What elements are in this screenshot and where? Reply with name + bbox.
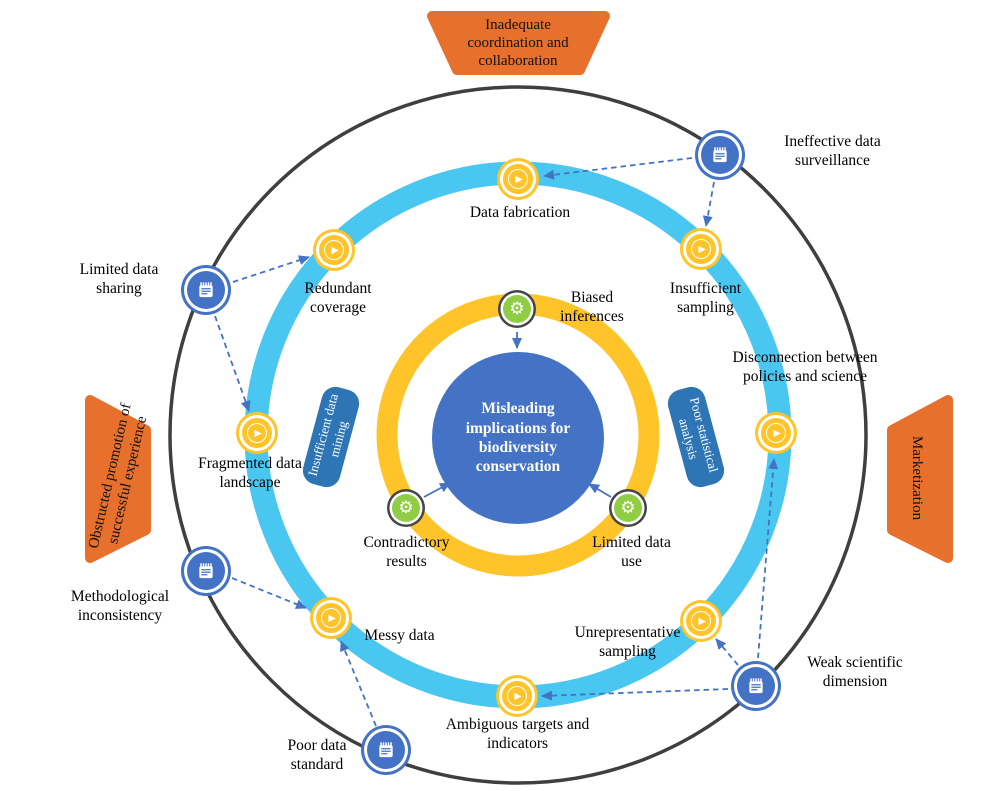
banner-top-label: Inadequate coordination and collaboratio… [467, 17, 569, 69]
outer-circle [168, 85, 868, 785]
play-glyph: ▶ [328, 612, 336, 624]
node-data-fabrication: ▶ [503, 164, 533, 194]
node-contradictory-results: ⚙ [392, 494, 420, 522]
node-insufficient-sampling: ▶ [686, 234, 716, 264]
arrow-sharing-to-redundant [232, 255, 310, 283]
notepad-icon [737, 667, 775, 705]
node-limited-data-use: ⚙ [614, 494, 642, 522]
play-icon: ▶ [319, 235, 349, 265]
banner-shape-left [85, 395, 151, 563]
arrow-weak-to-unrepresentative [715, 638, 739, 666]
node-messy-data: ▶ [316, 603, 346, 633]
arrow-sharing-to-fragmented [214, 315, 251, 412]
gear-glyph: ⚙ [620, 497, 636, 518]
label-redundant-coverage: Redundant coverage [304, 280, 372, 316]
label-limited-data-use: Limited data use [592, 534, 671, 570]
label-biased-inferences: Biased inferences [560, 289, 624, 325]
node-unrepresentative-sampling: ▶ [686, 606, 716, 636]
banner-shape-top [427, 11, 610, 75]
play-icon: ▶ [686, 606, 716, 636]
center-circle: Misleading implications for biodiversity… [432, 352, 604, 524]
node-biased-inferences: ⚙ [503, 295, 531, 323]
label-methodological-inconsistency: Methodological inconsistency [70, 588, 170, 624]
node-methodological-inconsistency [187, 552, 225, 590]
play-icon: ▶ [502, 681, 532, 711]
play-glyph: ▶ [698, 615, 706, 627]
arrow-weak-to-ambiguous [541, 688, 729, 701]
notepad-icon [701, 136, 739, 174]
play-glyph: ▶ [254, 427, 262, 439]
arrow-weak-to-disconnection [757, 458, 779, 659]
label-fragmented-data-landscape: Fragmented data landscape [198, 455, 302, 491]
arrow-limiteduse-to-center [588, 483, 612, 498]
center-title: Misleading implications for biodiversity… [465, 400, 571, 476]
label-messy-data: Messy data [364, 627, 435, 644]
play-icon: ▶ [503, 164, 533, 194]
label-ineffective-data-surveillance: Ineffective data surveillance [784, 133, 881, 169]
label-unrepresentative-sampling: Unrepresentative sampling [574, 624, 681, 660]
gear-glyph: ⚙ [398, 497, 414, 518]
play-glyph: ▶ [773, 427, 781, 439]
node-ambiguous-targets-indicators: ▶ [502, 681, 532, 711]
node-redundant-coverage: ▶ [319, 235, 349, 265]
label-limited-data-sharing: Limited data sharing [79, 261, 159, 297]
node-disconnection-policies-science: ▶ [761, 418, 791, 448]
play-glyph: ▶ [698, 243, 706, 255]
banner-shape-right [887, 395, 953, 563]
gear-glyph: ⚙ [509, 298, 525, 319]
node-limited-data-sharing [187, 271, 225, 309]
label-ambiguous-targets-indicators: Ambiguous targets and indicators [445, 716, 590, 752]
node-fragmented-data-landscape: ▶ [242, 418, 272, 448]
label-disconnection-policies-science: Disconnection between policies and scien… [732, 349, 878, 385]
play-glyph: ▶ [514, 690, 522, 702]
play-glyph: ▶ [331, 244, 339, 256]
play-icon: ▶ [686, 234, 716, 264]
connector-arrows-dashed [214, 157, 779, 727]
arrow-standard-to-messy [340, 640, 377, 727]
notepad-icon [367, 731, 405, 769]
label-insufficient-sampling: Insufficient sampling [669, 280, 742, 316]
play-icon: ▶ [242, 418, 272, 448]
label-poor-data-standard: Poor data standard [287, 737, 347, 773]
gear-icon: ⚙ [614, 494, 642, 522]
node-ineffective-data-surveillance [701, 136, 739, 174]
notepad-icon [187, 271, 225, 309]
label-data-fabrication: Data fabrication [469, 204, 571, 221]
banner-right-label: Marketization [909, 435, 925, 521]
gear-icon: ⚙ [503, 295, 531, 323]
arrow-surveillance-to-fabrication [543, 157, 693, 180]
arrow-inconsistency-to-messy [231, 577, 307, 609]
play-glyph: ▶ [515, 173, 523, 185]
node-weak-scientific-dimension [737, 667, 775, 705]
node-poor-data-standard [367, 731, 405, 769]
gear-icon: ⚙ [392, 494, 420, 522]
label-contradictory-results: Contradictory results [363, 534, 450, 570]
play-icon: ▶ [761, 418, 791, 448]
notepad-icon [187, 552, 225, 590]
arrow-surveillance-to-sampling [702, 181, 715, 227]
label-weak-scientific-dimension: Weak scientific dimension [807, 654, 903, 690]
play-icon: ▶ [316, 603, 346, 633]
